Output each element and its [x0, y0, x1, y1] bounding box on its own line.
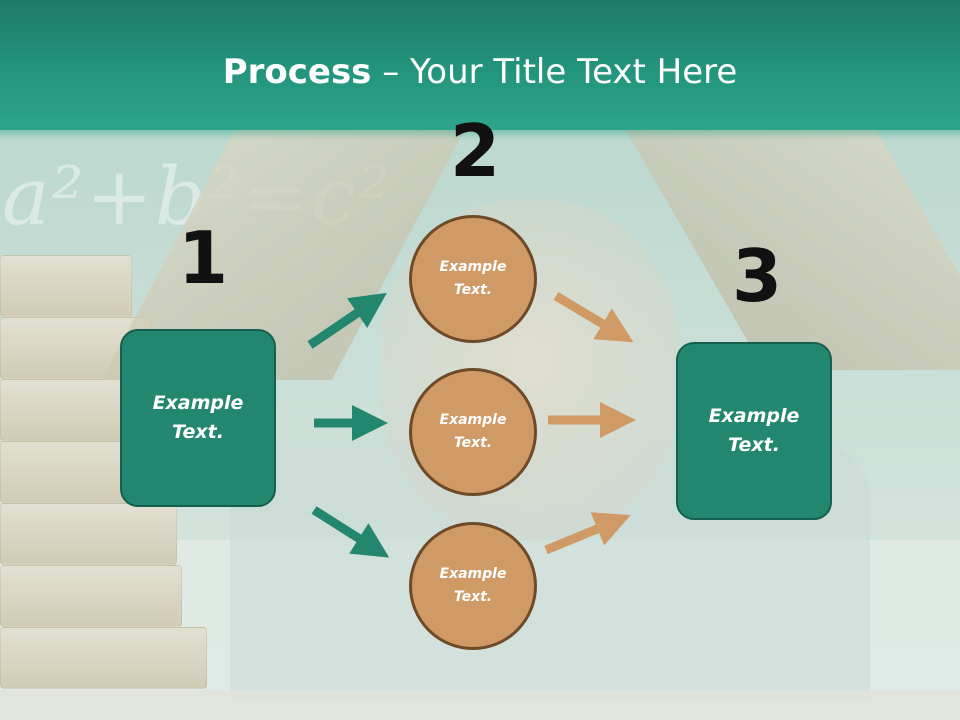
header-fade: [0, 118, 960, 140]
arrow-right-icon: [553, 292, 634, 343]
step-1-number: 1: [178, 216, 229, 300]
step-3-text: Example Text.: [708, 405, 800, 456]
step-3-number: 3: [732, 234, 783, 318]
step-1-text: Example Text.: [152, 392, 244, 443]
step-2-number: 2: [450, 109, 501, 193]
slide-title: Process – Your Title Text Here: [0, 52, 960, 92]
step-1-box[interactable]: Example Text.: [120, 329, 276, 507]
title-bold: Process: [222, 52, 372, 92]
step-3-box[interactable]: Example Text.: [676, 342, 832, 520]
arrow-right-icon: [307, 292, 387, 349]
step-2-circle-2[interactable]: Example Text.: [409, 368, 537, 496]
arrow-right-icon: [544, 512, 631, 555]
circle-3-text: Example Text.: [439, 566, 507, 605]
header-band: [0, 0, 960, 130]
circle-1-text: Example Text.: [439, 259, 507, 298]
circle-2-text: Example Text.: [439, 412, 507, 451]
arrow-right-icon: [311, 506, 390, 558]
table-background: [0, 690, 960, 720]
title-rest: – Your Title Text Here: [371, 52, 738, 92]
step-2-circle-3[interactable]: Example Text.: [409, 522, 537, 650]
step-2-circle-1[interactable]: Example Text.: [409, 215, 537, 343]
